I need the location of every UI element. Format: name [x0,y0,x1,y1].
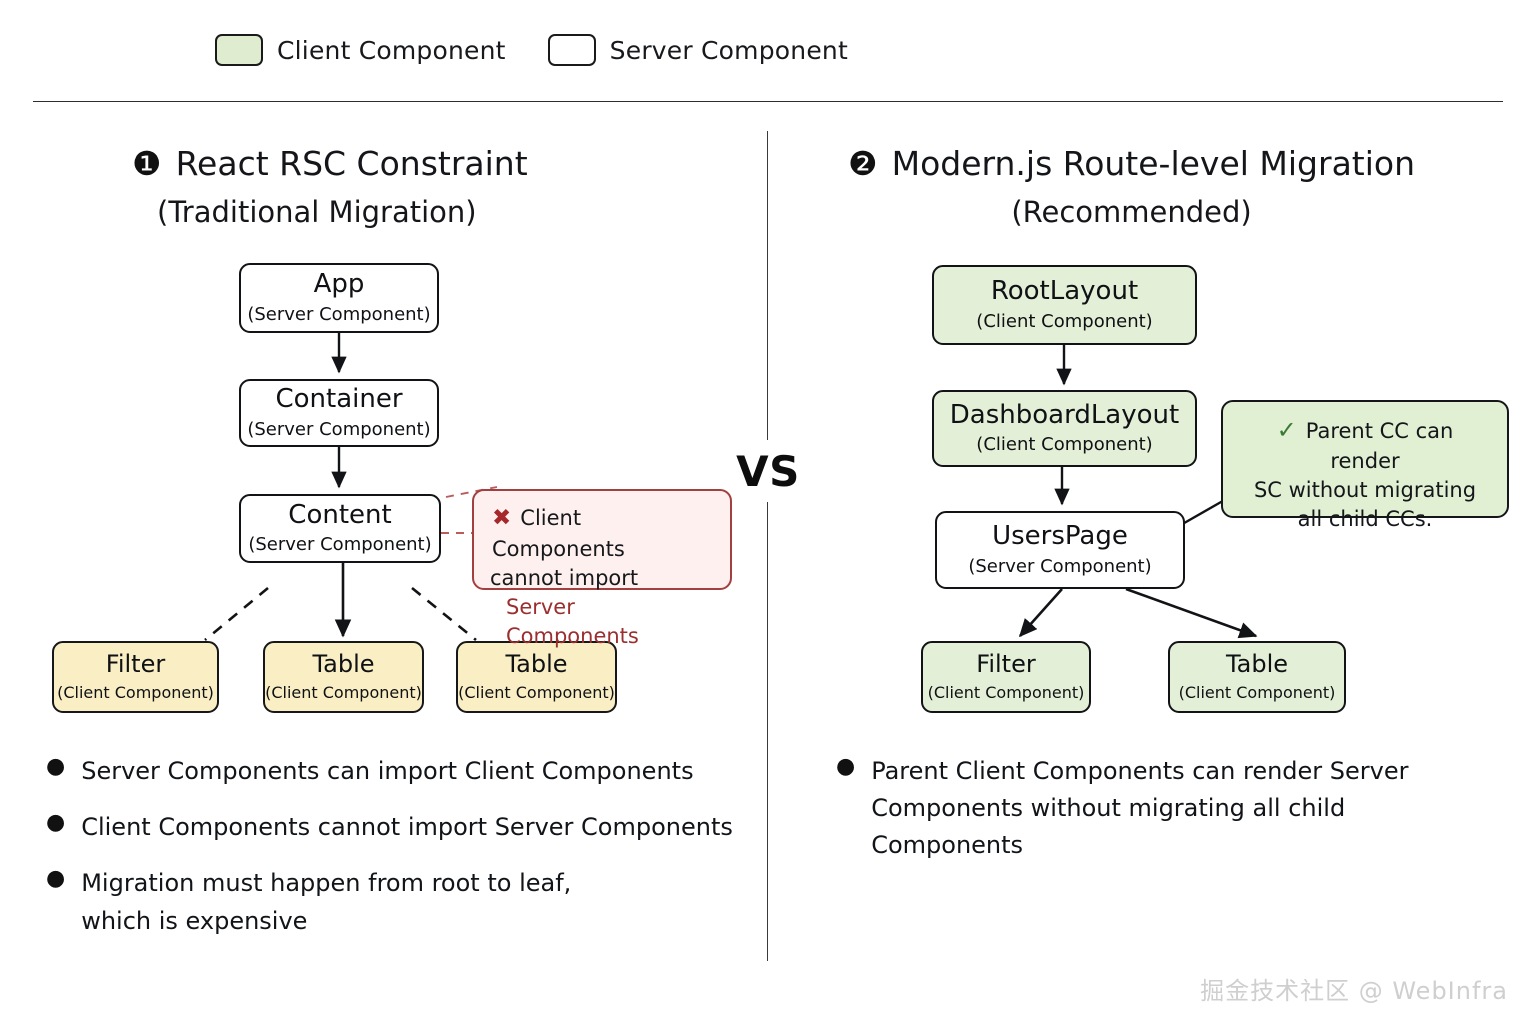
list-item: ● Parent Client Components can render Se… [836,753,1496,865]
right-bullet-list: ● Parent Client Components can render Se… [836,753,1496,884]
node-userspage-sub: (Server Component) [968,555,1152,577]
success-callout: ✓Parent CC can render SC without migrati… [1221,400,1509,531]
left-bullet-3: Migration must happen from root to leaf,… [81,869,572,935]
node-filter-right-sub: (Client Component) [927,682,1085,702]
list-item: ● Client Components cannot import Server… [46,809,746,846]
node-filter-left[interactable]: Filter (Client Component) [52,641,219,713]
node-app-sub: (Server Component) [247,303,431,325]
bullet-dot-icon: ● [46,810,66,836]
success-callout-line-2: SC without migrating [1253,478,1477,503]
badge-number-one: ❶ [132,144,162,183]
bullet-dot-icon: ● [836,754,856,779]
left-column-subtitle: (Traditional Migration) [157,195,477,229]
node-userspage[interactable]: UsersPage (Server Component) [935,511,1185,589]
legend-label-client: Client Component [277,35,506,65]
left-bullet-1: Server Components can import Client Comp… [81,757,694,785]
node-dashboardlayout-sub: (Client Component) [976,434,1153,456]
column-divider [767,131,768,961]
list-item: ● Migration must happen from root to lea… [46,865,746,939]
right-column-subtitle: (Recommended) [1011,195,1252,229]
legend-item-client: Client Component [215,34,506,66]
node-content-sub: (Server Component) [248,534,432,556]
node-content-name: Content [288,499,392,530]
node-filter-right-name: Filter [976,650,1036,679]
legend-item-server: Server Component [547,34,848,66]
node-table-left-2-sub: (Client Component) [458,682,615,702]
header-divider [33,101,1503,102]
legend-label-server: Server Component [609,35,848,65]
node-rootlayout[interactable]: RootLayout (Client Component) [932,265,1197,345]
left-bullet-2: Client Components cannot import Server C… [81,813,733,842]
bullet-dot-icon: ● [46,866,66,892]
edge-userspage-filter [1018,588,1063,638]
left-column-title: React RSC Constraint [175,144,528,183]
server-swatch-icon [547,34,596,66]
node-table-right[interactable]: Table (Client Component) [1168,641,1346,713]
success-callout-line-1: ✓Parent CC can render [1276,416,1454,474]
client-swatch-icon [215,34,263,66]
vs-label: VS [736,446,800,496]
legend: Client Component Server Component [215,34,848,66]
node-content[interactable]: Content (Server Component) [239,494,441,563]
error-callout-line-2: cannot import [490,565,639,590]
right-bullet-1: Parent Client Components can render Serv… [871,757,1409,860]
vs-badge: VS [727,440,809,502]
node-table-left-2[interactable]: Table (Client Component) [456,641,617,713]
node-table-left-1-sub: (Client Component) [265,682,422,702]
node-table-left-1[interactable]: Table (Client Component) [263,641,424,713]
node-dashboardlayout-name: DashboardLayout [949,399,1180,430]
node-rootlayout-sub: (Client Component) [976,310,1153,332]
edge-content-table2-dashed [411,586,477,642]
node-userspage-name: UsersPage [992,521,1128,552]
node-container-sub: (Server Component) [247,418,431,440]
edge-userspage-table [1125,587,1258,639]
error-callout-line-3: Server Components [506,594,639,648]
right-column-title: Modern.js Route-level Migration [891,144,1416,183]
node-rootlayout-name: RootLayout [990,276,1139,307]
node-table-right-name: Table [1225,650,1289,679]
node-filter-right[interactable]: Filter (Client Component) [921,641,1091,713]
list-item: ● Server Components can import Client Co… [46,753,746,790]
error-callout: ✖Client Components cannot import Server … [472,489,732,648]
left-bullet-list: ● Server Components can import Client Co… [46,753,746,959]
node-container-name: Container [275,384,403,415]
right-column-heading: ❷ Modern.js Route-level Migration (Recom… [848,144,1415,229]
node-table-left-1-name: Table [312,650,375,679]
node-app[interactable]: App (Server Component) [239,263,439,333]
check-mark-icon: ✓ [1276,416,1297,444]
node-filter-left-name: Filter [105,650,166,679]
node-filter-left-sub: (Client Component) [57,682,214,702]
node-table-right-sub: (Client Component) [1178,682,1336,702]
left-column-heading: ❶ React RSC Constraint (Traditional Migr… [132,144,528,229]
watermark: 掘金技术社区 @ WebInfra [1200,977,1508,1005]
badge-number-two: ❷ [848,144,878,183]
node-table-left-2-name: Table [505,650,568,679]
bullet-dot-icon: ● [46,754,66,779]
error-callout-line-1: ✖Client Components [492,505,625,561]
edge-content-filter-dashed [204,586,269,642]
x-mark-icon: ✖ [492,505,512,531]
node-container[interactable]: Container (Server Component) [239,379,439,447]
node-app-name: App [313,269,365,300]
node-dashboardlayout[interactable]: DashboardLayout (Client Component) [932,390,1197,467]
success-callout-line-3: all child CCs. [1297,507,1433,532]
